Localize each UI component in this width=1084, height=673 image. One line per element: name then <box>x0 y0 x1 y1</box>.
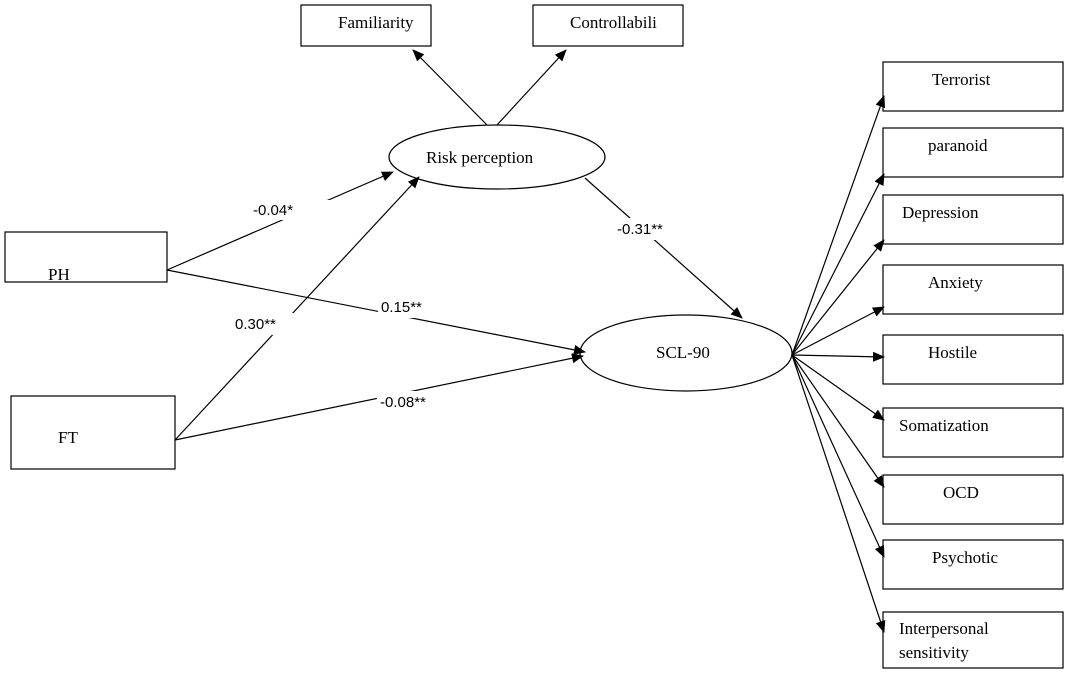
edge-scl90-to-terrorist <box>791 95 886 356</box>
risk-perception-label: Risk perception <box>426 148 534 167</box>
coef-ft-risk-bg <box>232 313 304 335</box>
risk-perception-ellipse <box>388 124 606 190</box>
edge-risk-to-familiarity <box>412 49 488 126</box>
edge-ph-to-scl90 <box>166 269 586 355</box>
familiarity-label: Familiarity <box>338 13 414 32</box>
controllability-label: Controllabili <box>570 13 657 32</box>
edge-risk-to-controllability <box>496 49 567 126</box>
anxiety-label: Anxiety <box>928 273 983 292</box>
somatization-label: Somatization <box>899 416 989 435</box>
depression-label: Depression <box>902 203 979 222</box>
coef-ph-to-scl90: 0.15** <box>381 299 422 316</box>
outcome-indicators: Terrorist paranoidDepressionAnxietyHostil… <box>791 61 1064 669</box>
hostile-label: Hostile <box>928 343 977 362</box>
edge-ph-to-risk <box>166 171 394 271</box>
edge-scl90-to-paranoid <box>791 173 885 356</box>
ocd-box <box>882 474 1064 525</box>
edge-risk-to-scl90 <box>584 177 743 319</box>
edge-scl90-to-depression <box>791 239 885 356</box>
edge-scl90-to-psychotic <box>791 354 885 558</box>
familiarity-box <box>300 4 432 47</box>
interpersonal-sensitivity-box <box>882 611 1064 669</box>
terrorist-label: Terrorist <box>932 70 991 89</box>
scl90-label: SCL-90 <box>656 343 710 362</box>
controllability-box <box>532 4 684 47</box>
ft-label: FT <box>58 428 78 447</box>
coef-ph-to-risk: -0.04* <box>253 202 293 219</box>
coef-risk-to-scl90: -0.31** <box>617 221 663 238</box>
edge-scl90-to-interpersonal-sensitivity <box>791 354 886 633</box>
hostile-box <box>882 334 1064 385</box>
ft-box <box>10 395 176 470</box>
ocd-label: OCD <box>943 483 979 502</box>
coef-ph-scl-bg <box>378 296 446 318</box>
paranoid-box <box>882 127 1064 178</box>
coef-risk-scl-bg <box>614 218 690 240</box>
coef-ft-scl-bg <box>377 391 449 413</box>
somatization-box <box>882 407 1064 458</box>
coef-ph-risk-bg <box>250 200 336 220</box>
paranoid-label: paranoid <box>928 136 988 155</box>
terrorist-box <box>882 61 1064 112</box>
edge-scl90-to-hostile <box>791 351 885 362</box>
psychotic-box <box>882 539 1064 590</box>
edge-scl90-to-ocd <box>791 354 885 488</box>
ph-box <box>4 231 168 283</box>
edge-ft-to-risk <box>174 176 420 441</box>
ph-label: PH <box>48 265 70 284</box>
interpersonal-sensitivity-label-1: Interpersonal <box>899 619 989 638</box>
coef-ft-to-scl90: -0.08** <box>380 394 426 411</box>
interpersonal-sensitivity-label-2: sensitivity <box>899 643 969 662</box>
edge-scl90-to-anxiety <box>791 306 885 356</box>
depression-box <box>882 194 1064 245</box>
anxiety-box <box>882 264 1064 315</box>
edge-scl90-to-somatization <box>791 354 885 421</box>
psychotic-label: Psychotic <box>932 548 999 567</box>
coef-ft-to-risk: 0.30** <box>235 316 276 333</box>
